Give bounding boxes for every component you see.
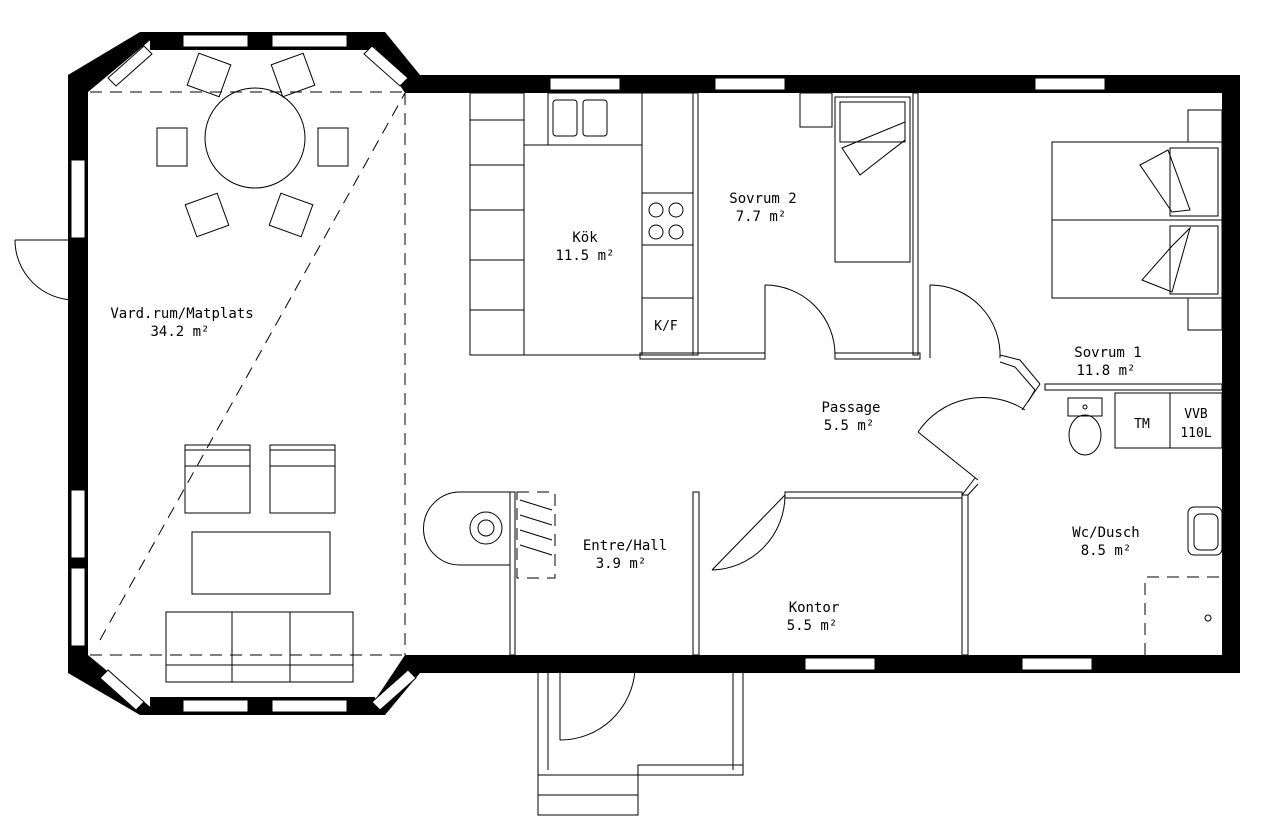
- windows: [70, 34, 1106, 713]
- heater-label-line2: 110L: [1180, 426, 1211, 441]
- fridge-label: K/F: [654, 319, 678, 334]
- bedroom1-door[interactable]: [929, 284, 1001, 359]
- living-name: Vard.rum/Matplats: [110, 306, 253, 322]
- hall-name: Entre/Hall: [583, 538, 667, 554]
- washer-label: TM: [1134, 417, 1150, 432]
- office-area: 5.5 m²: [787, 618, 838, 634]
- bathroom-name: Wc/Dusch: [1072, 525, 1139, 541]
- office-door[interactable]: [711, 494, 786, 571]
- bedroom2-furniture: [799, 92, 911, 263]
- exterior-walls: [68, 32, 1240, 715]
- kitchen-name: Kök: [572, 230, 598, 246]
- kitchen-fixtures: [469, 92, 694, 356]
- kitchen-area: 11.5 m²: [555, 248, 614, 264]
- bedroom1-name: Sovrum 1: [1074, 345, 1141, 361]
- office-name: Kontor: [789, 600, 840, 616]
- entrance[interactable]: [537, 655, 744, 816]
- bathroom-fixtures: [1067, 392, 1223, 655]
- hall-fixtures: [423, 491, 556, 579]
- left-door[interactable]: [14, 239, 76, 301]
- room-labels: Vard.rum/Matplats 34.2 m² Kök 11.5 m² So…: [110, 191, 1141, 634]
- hall-area: 3.9 m²: [596, 556, 647, 572]
- heater-label-line1: VVB: [1184, 407, 1208, 422]
- bathroom-area: 8.5 m²: [1081, 543, 1132, 559]
- bedroom1-furniture: [1051, 109, 1223, 331]
- living-furniture: [165, 444, 354, 683]
- passage-door[interactable]: [917, 397, 1026, 481]
- living-area: 34.2 m²: [150, 324, 209, 340]
- passage-area: 5.5 m²: [824, 418, 875, 434]
- dashed-lines: [90, 91, 406, 656]
- bedroom1-area: 11.8 m²: [1076, 363, 1135, 379]
- bedroom2-name: Sovrum 2: [729, 191, 796, 207]
- bedroom2-door[interactable]: [764, 284, 836, 358]
- bedroom2-area: 7.7 m²: [736, 209, 787, 225]
- passage-name: Passage: [821, 400, 880, 416]
- dining-set: [156, 52, 349, 238]
